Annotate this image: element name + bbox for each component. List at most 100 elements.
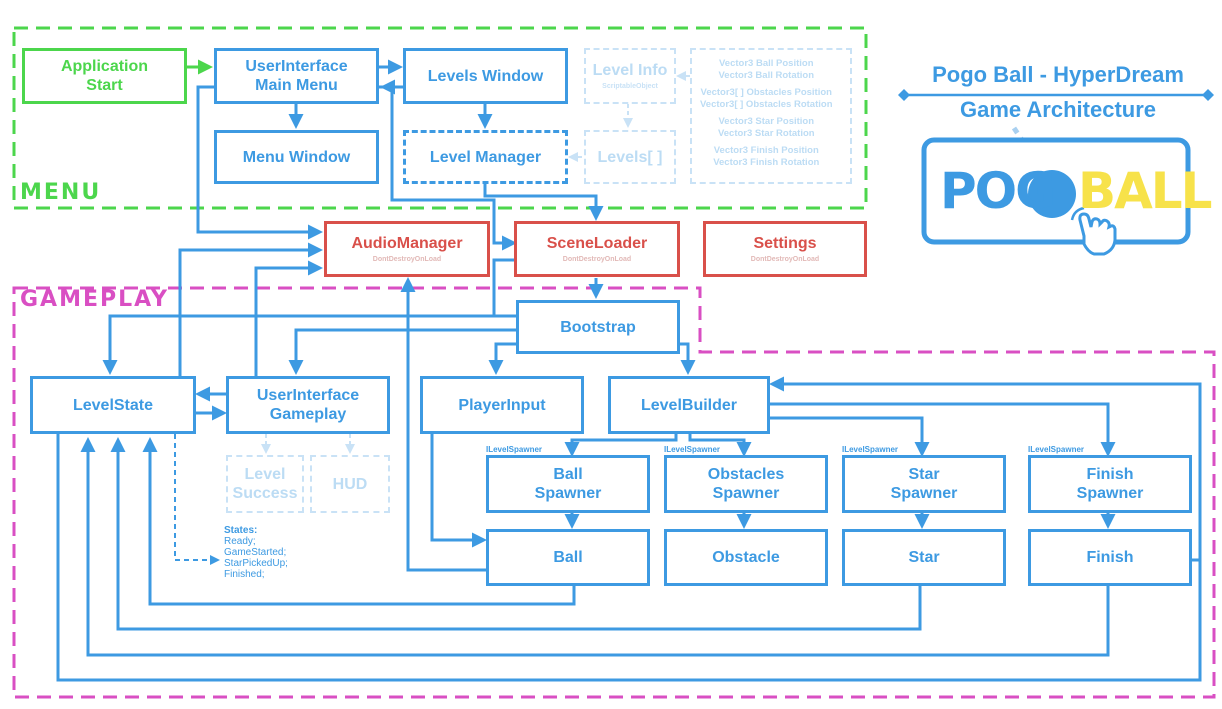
title-rule-left-diamond [898,89,910,101]
node-label: Ball Spawner [534,466,602,502]
logo-ball-icon [1028,170,1076,218]
edge-menu-to-sceneloader [379,85,517,251]
node-level-manager: Level Manager [403,130,568,184]
edge-star-to-levelstate [110,437,922,631]
node-obstacles-spawner: Obstacles Spawner [664,455,828,513]
page-title-line1: Pogo Ball - HyperDream [932,62,1184,87]
node-star-spawner: Star Spawner [842,455,1006,513]
node-sublabel: ScriptableObject [602,83,658,90]
node-ball-spawner: Ball Spawner [486,455,650,513]
edge-ball-to-levelstate [142,437,576,606]
spawner-tag: ILevelSpawner [664,445,721,454]
node-label: HUD [332,475,368,493]
edge-levelstate-to-audiomanager [178,242,323,378]
edge-levelbuilder-to-starspawner [768,416,930,457]
edge-bootstrap-to-uigameplay [288,328,516,375]
node-label: Menu Window [242,148,351,166]
level-info-field: Vector3[ ] Obstacles Position [700,87,832,98]
state-item: Ready; [224,536,256,547]
spawner-tag: ILevelSpawner [486,445,543,454]
menu-region-label: MENU [20,180,102,205]
node-level-info: Level Info ScriptableObject [584,48,676,104]
node-label: UserInterface Gameplay [256,387,360,423]
spawner-tag: ILevelSpawner [842,445,899,454]
title-rule-right-diamond [1202,89,1214,101]
edge-playerinput-to-ball [430,434,487,548]
level-info-field: Vector3 Finish Position [713,145,819,156]
node-audio-manager: AudioManager DontDestroyOnLoad [324,221,490,277]
edge-bootstrap-to-levelbuilder [680,342,696,375]
node-label: Application Start [60,58,149,94]
edge-uigameplay-to-audiomanager [254,260,323,378]
page-title-line2: Game Architecture [959,97,1157,122]
level-info-field: Vector3 Ball Rotation [718,70,815,81]
node-label: SceneLoader [546,235,648,252]
node-label: Settings [753,235,817,252]
gameplay-region-outline [12,286,1216,699]
tap-hand-icon [1070,206,1117,256]
node-level-builder: LevelBuilder [608,376,770,434]
node-scene-loader: SceneLoader DontDestroyOnLoad [514,221,680,277]
node-label: Star [908,549,940,566]
states-list: Ready;GameStarted;StarPickedUp;Finished; [224,536,288,580]
node-label: LevelState [72,396,154,414]
node-sublabel: DontDestroyOnLoad [750,256,820,263]
node-levels-array: Levels[ ] [584,130,676,184]
edge-ball-to-audiomanager [400,277,488,572]
edge-levelbuilder-to-levelstate [56,400,1202,682]
node-sublabel: DontDestroyOnLoad [372,256,442,263]
states-note: States: Ready;GameStarted;StarPickedUp;F… [224,525,288,580]
edge-menu-to-audiomanager [196,85,323,240]
level-info-field: Vector3 Ball Position [719,58,814,69]
node-label: Obstacles Spawner [707,466,785,502]
spawner-tag: ILevelSpawner [1028,445,1085,454]
node-label: Level Info [592,62,668,79]
logo-text-left: POG [940,162,1056,220]
node-label: Star Spawner [890,466,958,502]
node-ui-gameplay: UserInterface Gameplay [226,376,390,434]
node-level-state: LevelState [30,376,196,434]
node-label: Bootstrap [560,318,636,336]
node-label: Levels Window [427,67,544,85]
node-ball: Ball [486,529,650,586]
node-sublabel: DontDestroyOnLoad [562,256,632,263]
edge-bootstrap-to-playerinput [488,342,516,375]
edge-levelbuilder-to-finishspawner [768,402,1116,457]
logo-text-right: BALL [1078,162,1213,220]
gameplay-region-label: GAMEPLAY [20,287,169,312]
state-item: StarPickedUp; [224,558,288,569]
node-label: UserInterface Main Menu [245,58,348,94]
edge-levelstate-states [174,434,220,565]
node-finish-spawner: Finish Spawner [1028,455,1192,513]
edge-levelmanager-to-sceneloader [483,184,604,221]
node-label: Levels[ ] [597,148,663,166]
edge-levelbuilder-to-obstaclesspawner [688,434,752,457]
node-settings: Settings DontDestroyOnLoad [703,221,867,277]
node-bootstrap: Bootstrap [516,300,680,354]
node-label: Obstacle [712,549,780,566]
node-level-success: Level Success [226,455,304,513]
node-obstacle: Obstacle [664,529,828,586]
states-title: States: [224,525,258,536]
state-item: Finished; [224,569,265,580]
edge-bootstrap-to-sceneloader-up [492,258,514,316]
node-label: Level Manager [429,148,542,166]
menu-region-outline [12,26,868,210]
node-hud: HUD [310,455,390,513]
node-finish: Finish [1028,529,1192,586]
level-info-field: Vector3 Star Position [718,116,815,127]
state-item: GameStarted; [224,547,287,558]
node-label: Ball [553,549,583,566]
node-ui-main-menu: UserInterface Main Menu [214,48,379,104]
node-label: AudioManager [351,235,463,252]
node-label: Finish Spawner [1076,466,1144,502]
node-star: Star [842,529,1006,586]
level-info-field: Vector3 Star Rotation [717,128,815,139]
node-menu-window: Menu Window [214,130,379,184]
level-info-field: Vector3[ ] Obstacles Rotation [700,99,833,110]
edge-bootstrap-to-levelstate [102,314,516,375]
node-player-input: PlayerInput [420,376,584,434]
